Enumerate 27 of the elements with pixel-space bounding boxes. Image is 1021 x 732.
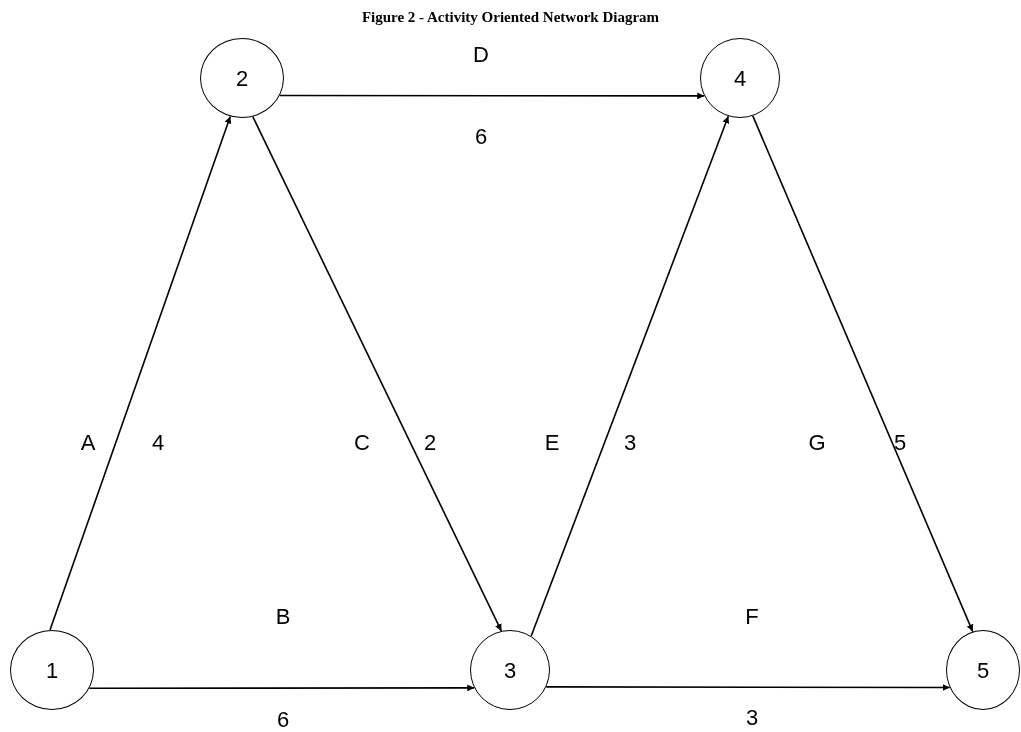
- event-number: 4: [733, 64, 747, 93]
- event-number: 2: [235, 64, 249, 93]
- activity-label: C: [354, 432, 370, 454]
- arrow: [545, 684, 951, 691]
- activity-label: B: [275, 606, 291, 628]
- figure-title: Figure 2 - Activity Oriented Network Diagram: [361, 8, 660, 27]
- duration-label: 6: [474, 126, 488, 148]
- event-number: 5: [976, 656, 990, 685]
- event-number: 3: [503, 656, 517, 685]
- activity-label: F: [745, 606, 759, 628]
- duration-label: 5: [893, 432, 907, 454]
- arrow: [49, 115, 232, 631]
- activity-label: E: [544, 432, 560, 454]
- activity-label: G: [808, 432, 826, 454]
- event-number: 1: [45, 656, 59, 685]
- duration-label: 2: [423, 432, 437, 454]
- duration-label: 3: [623, 432, 637, 454]
- activity-label: A: [80, 432, 96, 454]
- arrow: [752, 115, 974, 633]
- arrow: [252, 115, 503, 632]
- arrow: [278, 92, 705, 100]
- duration-label: 6: [276, 709, 290, 731]
- arrow: [88, 684, 476, 692]
- duration-label: 3: [745, 707, 759, 729]
- activity-label: D: [473, 44, 489, 66]
- arrow: [530, 115, 730, 637]
- duration-label: 4: [151, 432, 165, 454]
